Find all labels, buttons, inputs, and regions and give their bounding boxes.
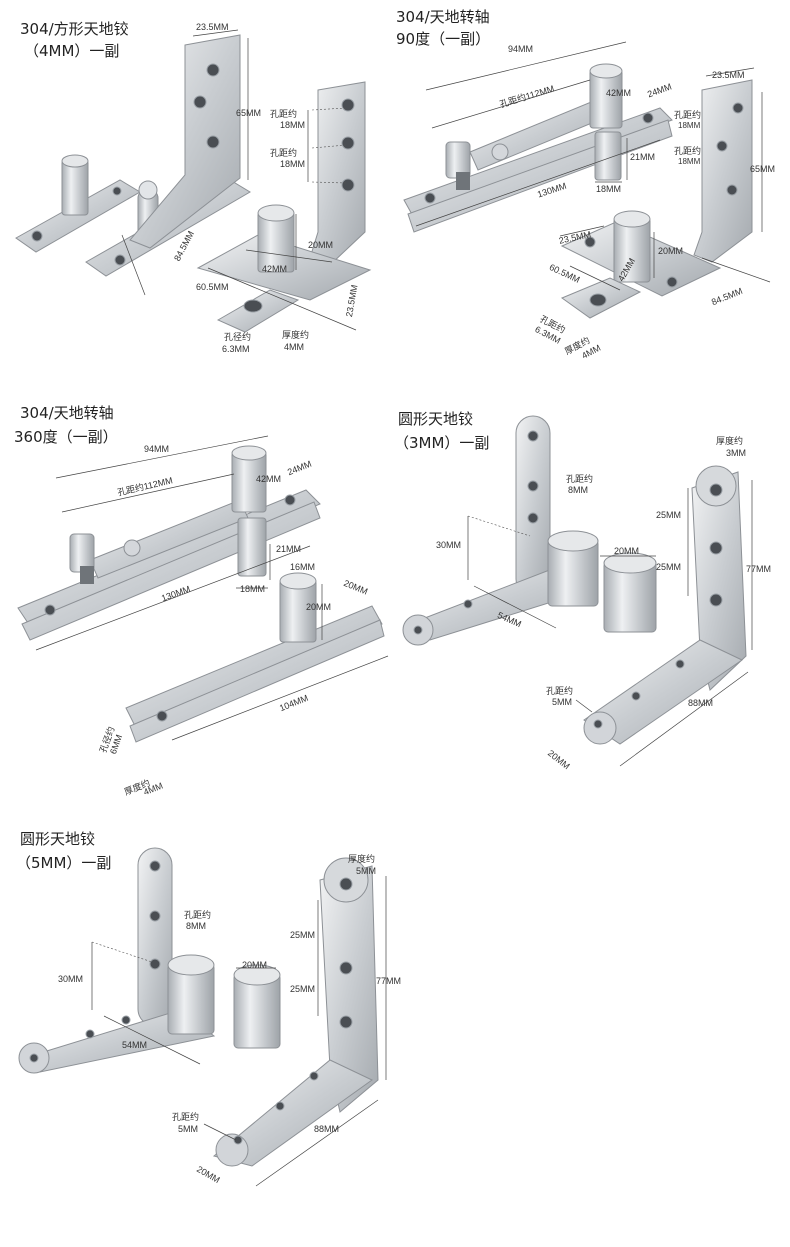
p1-thickness-value: 4MM	[284, 342, 304, 352]
p4-gap-2: 25MM	[656, 562, 682, 572]
p1-hole-value-1: 18MM	[280, 120, 306, 130]
p4-length-88: 88MM	[688, 698, 714, 708]
p1-hole-label-2: 孔距约	[270, 148, 298, 158]
p2-bracket-width: 23.5MM	[712, 70, 745, 80]
p5-thickness-label: 厚度约	[348, 854, 376, 864]
p1-base-length: 60.5MM	[196, 282, 229, 292]
p3-pin: 42MM	[256, 474, 282, 484]
p5-gap-2: 25MM	[290, 984, 316, 994]
p2-drop: 21MM	[630, 152, 656, 162]
p1-hole-dia-value: 6.3MM	[222, 344, 250, 354]
p3-pin-diameter: 16MM	[290, 562, 316, 572]
hinge-round-3mm-drawing	[402, 415, 753, 767]
p4-hole-value-1: 8MM	[568, 485, 588, 495]
p3-drop-diameter: 18MM	[240, 584, 266, 594]
p2-hole-label-2: 孔距约	[674, 146, 702, 156]
p1-pin-spacing: 42MM	[262, 264, 288, 274]
p4-hole-value-2: 5MM	[552, 697, 572, 707]
pivot-90deg-drawing	[403, 41, 771, 319]
p1-hole-dia-label: 孔径约	[224, 332, 252, 342]
panel3-title: 304/天地转轴	[20, 404, 114, 422]
p5-hole-value-1: 8MM	[186, 921, 206, 931]
p5-height-30: 30MM	[58, 974, 84, 984]
p1-width: 23.5MM	[196, 22, 229, 32]
p5-length-54: 54MM	[122, 1040, 148, 1050]
p5-length-88: 88MM	[314, 1124, 340, 1134]
p2-hole-value-1: 18MM	[678, 121, 701, 130]
p1-hole-label-1: 孔距约	[270, 109, 298, 119]
p4-hole-label-2: 孔距约	[546, 686, 574, 696]
p4-height-30: 30MM	[436, 540, 462, 550]
panel4-title: 圆形天地铰	[398, 410, 474, 428]
p2-total-length: 94MM	[508, 44, 534, 54]
p4-thickness-value: 3MM	[726, 448, 746, 458]
p5-height-77: 77MM	[376, 976, 402, 986]
p4-pin-diameter: 20MM	[614, 546, 640, 556]
p2-pin-height: 20MM	[658, 246, 684, 256]
p1-thickness-label: 厚度约	[282, 330, 310, 340]
p3-pin-height: 20MM	[306, 602, 332, 612]
panel5-title: 圆形天地铰	[20, 830, 96, 848]
pivot-360deg-drawing	[17, 435, 389, 743]
p5-pin-diameter: 20MM	[242, 960, 268, 970]
p5-hole-value-2: 5MM	[178, 1124, 198, 1134]
panel2-subtitle: 90度（一副）	[396, 30, 491, 48]
p4-hole-label-1: 孔距约	[566, 474, 594, 484]
p5-gap-1: 25MM	[290, 930, 316, 940]
p5-thickness-value: 5MM	[356, 866, 376, 876]
hinge-square-4mm-drawing	[15, 29, 372, 333]
panel1-title: 304/方形天地铰	[20, 20, 129, 38]
p2-pin: 42MM	[606, 88, 632, 98]
p2-drop-diameter: 18MM	[596, 184, 622, 194]
p2-hole-label-1: 孔距约	[674, 110, 702, 120]
p4-gap-1: 25MM	[656, 510, 682, 520]
p1-hole-value-2: 18MM	[280, 159, 306, 169]
panel4-subtitle: （3MM）一副	[394, 434, 490, 452]
panel3-subtitle: 360度（一副）	[14, 428, 118, 446]
p4-height-77: 77MM	[746, 564, 772, 574]
p3-drop: 21MM	[276, 544, 302, 554]
p3-total-length: 94MM	[144, 444, 170, 454]
panel1-subtitle: （4MM）一副	[24, 42, 120, 60]
p2-hole-value-2: 18MM	[678, 157, 701, 166]
panel5-subtitle: （5MM）一副	[16, 854, 112, 872]
p5-hole-label-1: 孔距约	[184, 910, 212, 920]
panel2-title: 304/天地转轴	[396, 8, 490, 26]
hinge-round-5mm-drawing	[18, 847, 387, 1187]
p2-bracket-height: 65MM	[750, 164, 776, 174]
p1-pin-height: 20MM	[308, 240, 334, 250]
p5-hole-label-2: 孔距约	[172, 1112, 200, 1122]
p4-thickness-label: 厚度约	[716, 436, 744, 446]
p1-height: 65MM	[236, 108, 262, 118]
